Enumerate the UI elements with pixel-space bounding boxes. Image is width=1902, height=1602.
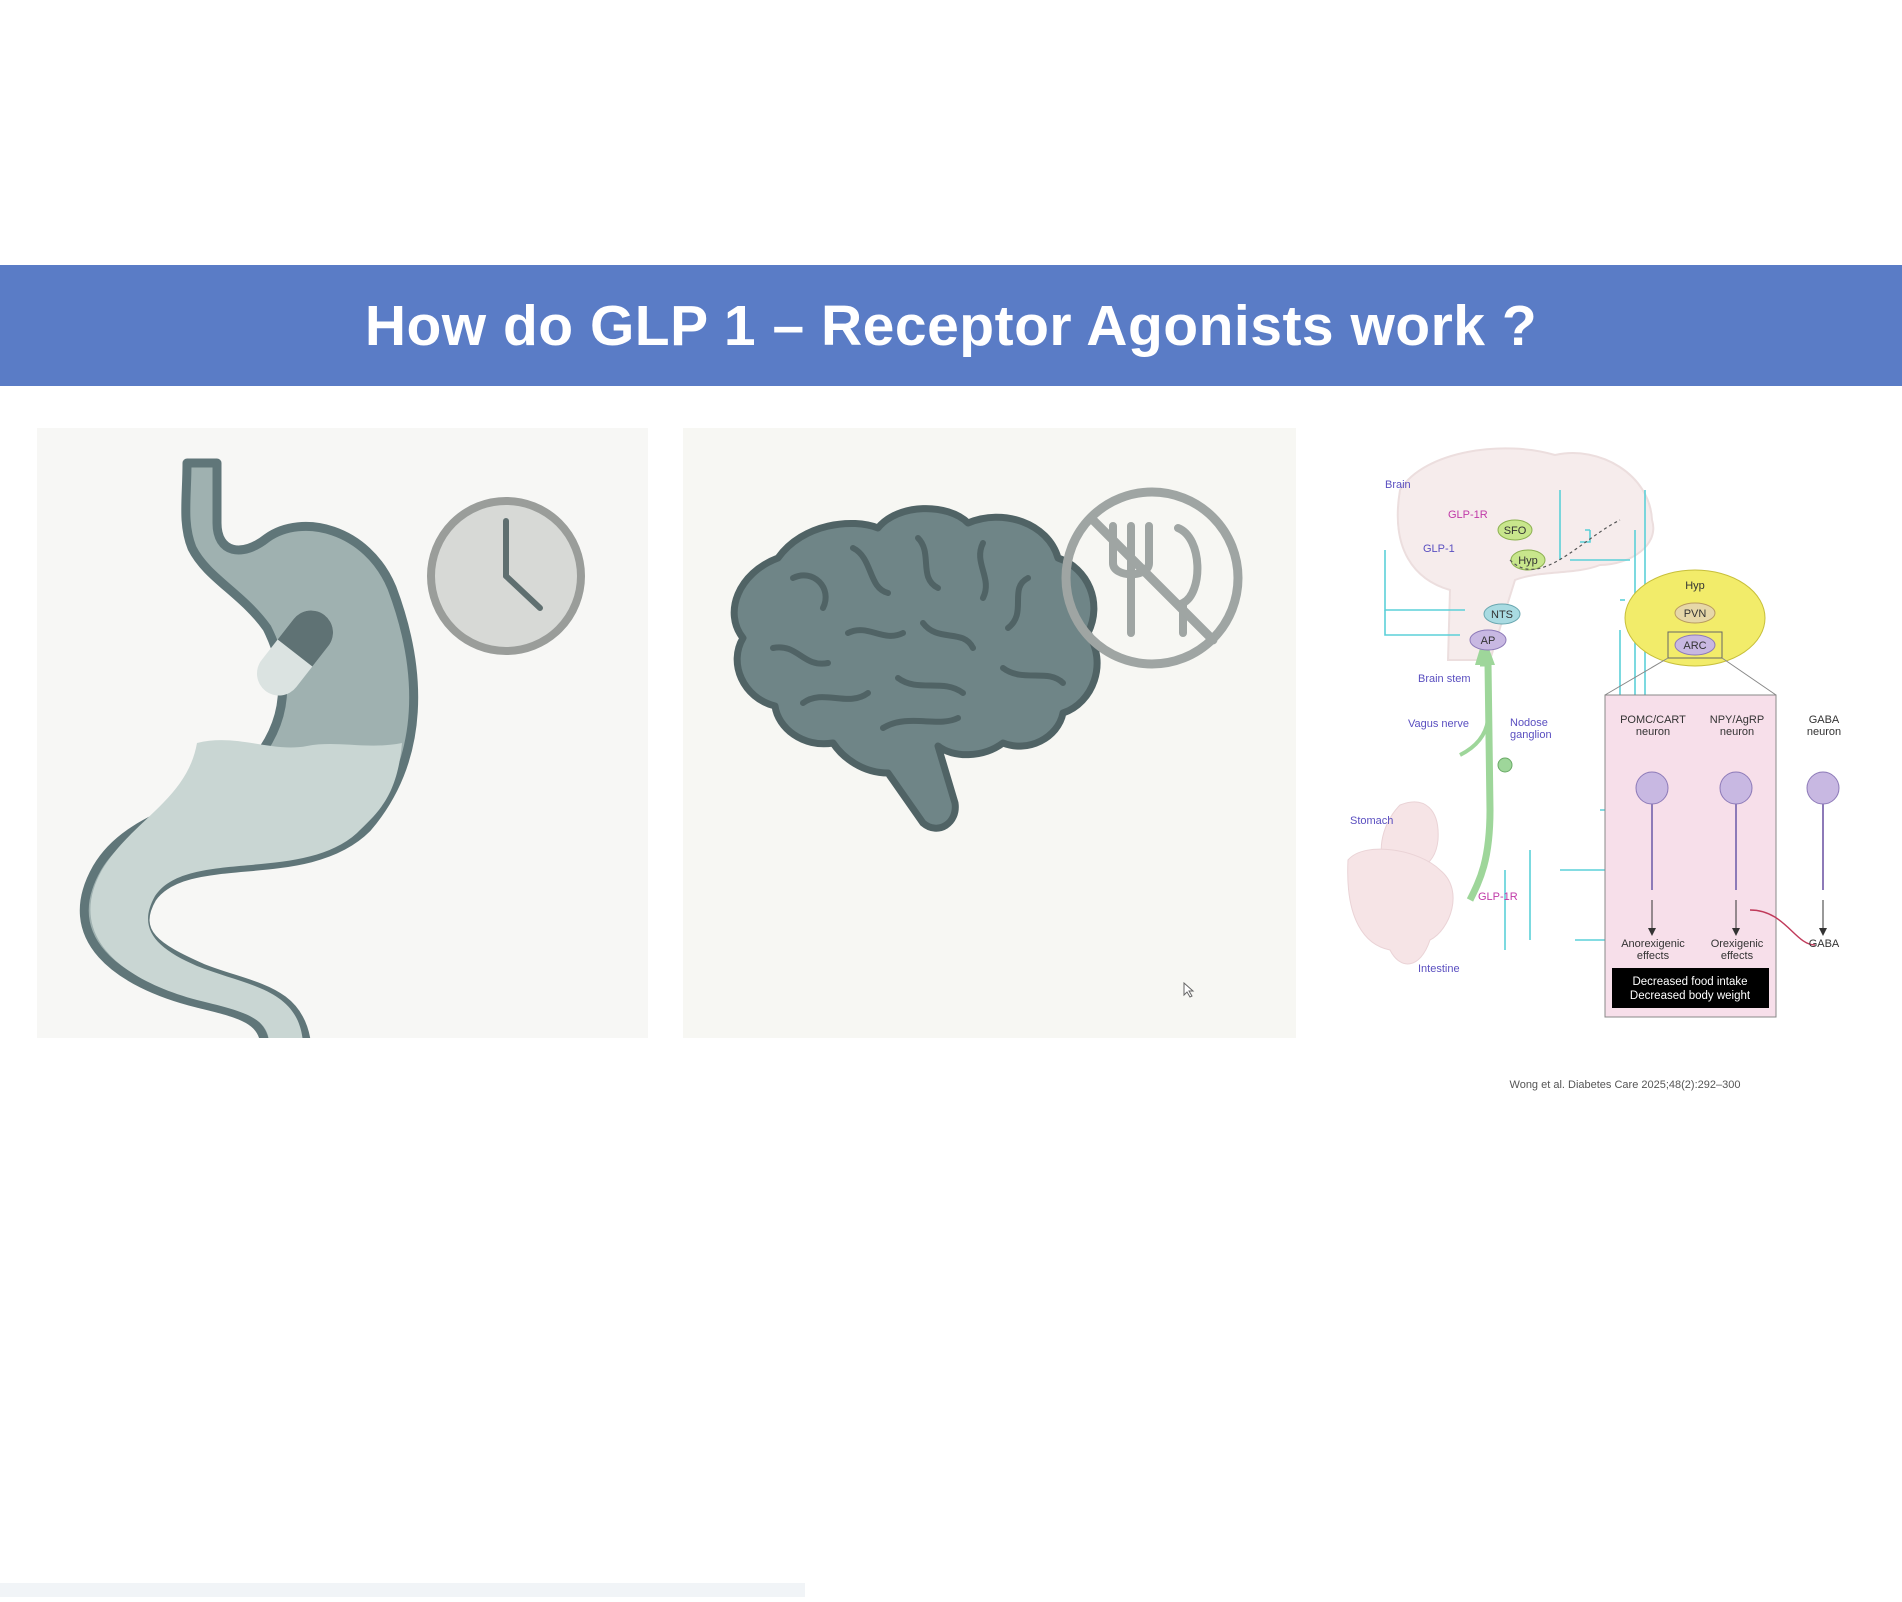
mechanism-diagram-svg: Brain GLP-1R GLP-1 — [1347, 447, 1841, 1018]
outcome-line-2: Decreased body weight — [1630, 990, 1751, 1002]
label-brain: Brain — [1385, 479, 1411, 491]
neuron-box — [1604, 694, 1777, 1018]
svg-text:AP: AP — [1481, 635, 1496, 647]
node-nts: NTS — [1483, 603, 1521, 625]
svg-text:Hyp: Hyp — [1685, 580, 1705, 592]
label-pomc-2: neuron — [1636, 726, 1670, 738]
label-gaba: GABA — [1809, 938, 1840, 950]
stomach-icon — [80, 458, 419, 1038]
slide-title: How do GLP 1 – Receptor Agonists work ? — [364, 293, 1538, 358]
mechanism-diagram: Brain GLP-1R GLP-1 — [1330, 430, 1885, 1030]
neuron-gaba — [1749, 771, 1840, 946]
label-intestine: Intestine — [1418, 963, 1460, 975]
label-nodose-1: Nodose — [1510, 717, 1548, 729]
label-glp1r-gut: GLP-1R — [1478, 891, 1518, 903]
intestine-silhouette — [1347, 848, 1454, 965]
label-gaba-neuron-2: neuron — [1807, 726, 1841, 738]
nodose-ganglion-node — [1497, 757, 1513, 773]
brain-icon — [730, 505, 1101, 832]
label-nodose-2: ganglion — [1510, 729, 1552, 741]
label-brain-stem: Brain stem — [1418, 673, 1471, 685]
svg-text:NTS: NTS — [1491, 609, 1513, 621]
label-glp1: GLP-1 — [1423, 543, 1455, 555]
stomach-panel — [37, 428, 648, 1038]
label-stomach: Stomach — [1350, 815, 1393, 827]
brain-illustration — [730, 487, 1243, 832]
stomach-illustration — [80, 458, 585, 1038]
label-anorexigenic-2: effects — [1637, 950, 1670, 962]
neuron-npy — [1719, 771, 1753, 936]
brain-panel — [683, 428, 1296, 1038]
label-pomc-1: POMC/CART — [1620, 714, 1686, 726]
title-band: How do GLP 1 – Receptor Agonists work ? — [0, 265, 1902, 386]
label-npy-2: neuron — [1720, 726, 1754, 738]
clock-icon — [427, 497, 585, 655]
capsule-icon — [256, 610, 334, 696]
svg-text:PVN: PVN — [1684, 608, 1707, 620]
label-npy-1: NPY/AgRP — [1710, 714, 1764, 726]
label-orexigenic-1: Orexigenic — [1711, 938, 1764, 950]
svg-text:SFO: SFO — [1504, 525, 1527, 537]
label-gaba-neuron-1: GABA — [1809, 714, 1840, 726]
svg-text:ARC: ARC — [1683, 640, 1706, 652]
outcome-line-1: Decreased food intake — [1632, 976, 1747, 988]
label-glp1r-top: GLP-1R — [1448, 509, 1488, 521]
neuron-pomc — [1635, 771, 1669, 936]
node-ap: AP — [1469, 629, 1507, 651]
bottom-strip — [0, 1583, 805, 1597]
label-vagus-nerve: Vagus nerve — [1408, 718, 1469, 730]
node-sfo: SFO — [1497, 519, 1533, 541]
node-hyp: Hyp — [1510, 549, 1546, 571]
label-orexigenic-2: effects — [1721, 950, 1754, 962]
outcome-box — [1612, 968, 1769, 1008]
citation: Wong et al. Diabetes Care 2025;48(2):292… — [1509, 1079, 1741, 1091]
mouse-cursor-icon — [1183, 982, 1195, 998]
svg-text:Hyp: Hyp — [1518, 555, 1538, 567]
no-eating-icon — [1061, 487, 1243, 669]
hyp-inset: Hyp PVN ARC — [1624, 569, 1766, 667]
connector-dashed — [1509, 519, 1621, 570]
label-anorexigenic-1: Anorexigenic — [1621, 938, 1685, 950]
